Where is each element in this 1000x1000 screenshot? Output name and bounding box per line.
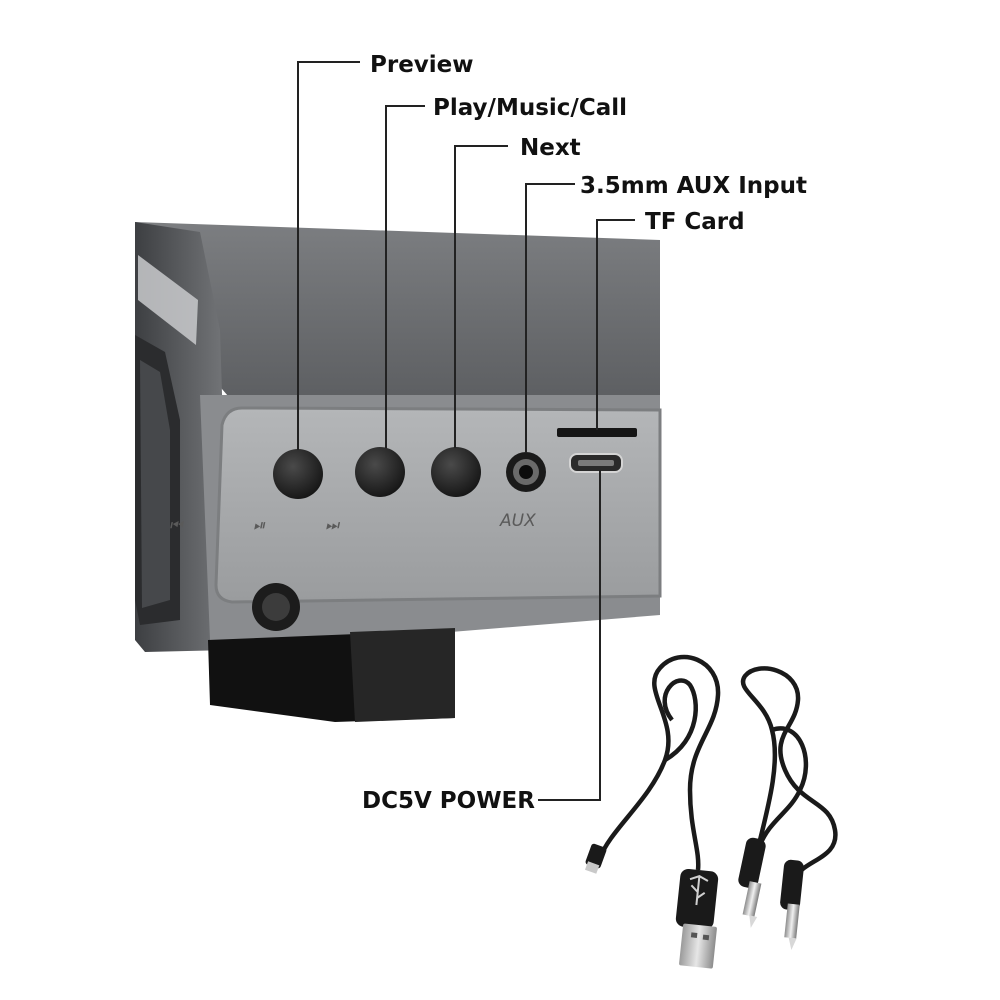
tf-card-label: TF Card: [645, 209, 745, 235]
aux-label: AUX: [499, 511, 536, 531]
aux-jack[interactable]: [506, 452, 546, 492]
dc5v-power-label: DC5V POWER: [362, 788, 535, 814]
aux-input-label: 3.5mm AUX Input: [580, 173, 807, 199]
play-music-call-label: Play/Music/Call: [433, 95, 627, 121]
soundbar-device: [135, 222, 662, 722]
dc-power-port[interactable]: [252, 583, 300, 631]
callout-labels: Preview Play/Music/Call Next 3.5mm AUX I…: [362, 52, 807, 814]
prev-symbol: ⏮: [169, 516, 186, 534]
cables: [584, 654, 838, 969]
micro-usb-plug: [585, 843, 607, 869]
aux-cable: [738, 666, 838, 950]
play-pause-symbol: ⏯: [253, 516, 269, 534]
logo-plate: [138, 255, 198, 345]
next-symbol: ⏭: [325, 516, 343, 534]
next-label: Next: [520, 135, 581, 161]
control-panel: [214, 406, 662, 604]
preview-label: Preview: [370, 52, 474, 78]
device-top-surface: [135, 222, 660, 410]
panel-symbols: ⏮ ⏯ ⏭ AUX: [169, 511, 537, 534]
usb-cable: [584, 654, 721, 969]
play-button[interactable]: [355, 447, 405, 497]
tf-card-slot[interactable]: [557, 428, 637, 437]
callout-lines: [297, 61, 635, 801]
next-button[interactable]: [431, 447, 481, 497]
aux-plug-right: [780, 859, 804, 911]
aux-plug-left: [738, 837, 766, 889]
preview-button[interactable]: [273, 449, 323, 499]
button-row: [252, 428, 637, 631]
